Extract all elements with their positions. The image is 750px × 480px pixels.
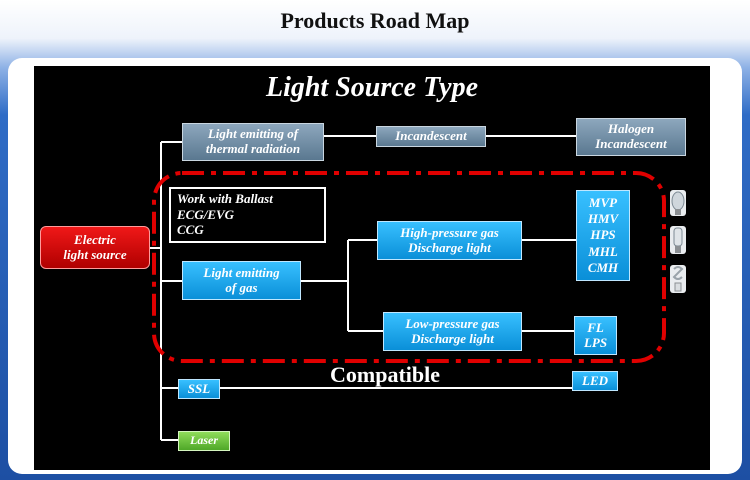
high-pressure-node: High-pressure gas Discharge light [377,221,522,260]
bulb-lamp-icon [670,190,686,216]
led-node: LED [572,371,618,391]
laser-node: Laser [178,431,230,451]
incandescent-node: Incandescent [376,126,486,147]
cfl-lamp-icon [670,265,686,293]
ballast-line-3: CCG [177,222,204,238]
low-pressure-types-node: FL LPS [574,316,617,355]
halogen-incandescent-node: Halogen Incandescent [576,118,686,156]
electric-light-source-node: Electric light source [40,226,150,269]
ballast-line-1: Work with Ballast [177,191,273,206]
low-pressure-node: Low-pressure gas Discharge light [383,312,522,351]
page-title: Products Road Map [280,8,470,33]
ballast-line-2: ECG/EVG [177,206,235,222]
ssl-node: SSL [178,379,220,399]
high-pressure-types-node: MVP HMV HPS MHL CMH [576,190,630,281]
thermal-radiation-node: Light emitting of thermal radiation [182,123,324,161]
compatible-label: Compatible [330,362,440,387]
diagram-title: Light Source Type [265,72,479,103]
ballast-note: Work with Ballast ECG/EVG CCG [169,187,326,243]
metal-halide-lamp-icon [670,226,686,254]
ballast-compatible-outline [152,171,666,363]
gas-emission-node: Light emitting of gas [182,261,301,300]
